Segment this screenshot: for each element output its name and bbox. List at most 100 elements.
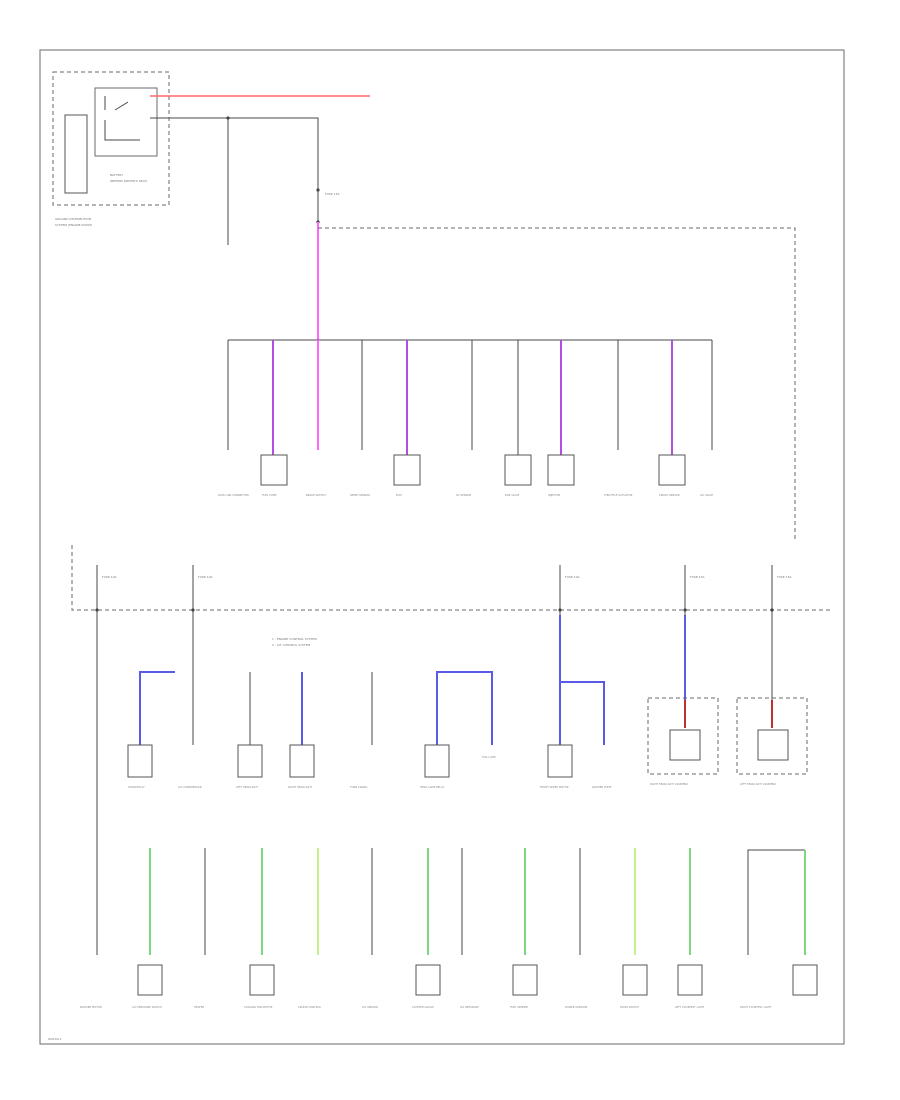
bottom-label-8: OIL PRESSURE (460, 1005, 479, 1009)
top-label-2: FUEL PUMP (262, 493, 277, 497)
mid-label-5: TURN SIGNAL (350, 785, 368, 789)
bottom-label-1: BLOWER MOTOR (80, 1005, 102, 1009)
battery-label-2: (BEHIND DRIVER'S SEAT) (110, 179, 147, 183)
bottom-component-boxes (137, 964, 818, 996)
top-label-9: THROTTLE ACTUATOR (604, 493, 633, 497)
mid-dashed-boundary (71, 545, 830, 611)
battery-label-1: BATTERY (110, 173, 123, 177)
mid-fuse-label-4: FUSE 15A (690, 575, 705, 579)
top-box-knock (658, 454, 686, 486)
top-component-labels: DATA LINK CONNECTOR FUEL PUMP BRAKE SWIT… (218, 493, 713, 497)
mid-node-1 (95, 608, 99, 612)
relay-contact (104, 96, 140, 141)
diagram-id: W0190-1 (48, 1037, 62, 1041)
mid-label-4: RIGHT HEADLIGHT (288, 785, 312, 789)
top-branches (227, 340, 713, 455)
bottom-label-4: COOLING FAN MOTOR (244, 1005, 273, 1009)
mid-label-11: LEFT HEADLIGHT ASSEMBLY (740, 782, 777, 786)
bottom-branches (96, 848, 806, 955)
fuse-node-top (316, 188, 320, 192)
top-label-3: BRAKE SWITCH (306, 493, 326, 497)
top-label-1: DATA LINK CONNECTOR (218, 493, 249, 497)
mid-blue-1 (139, 671, 175, 745)
bottom-wire-13 (747, 849, 805, 955)
bottom-label-6: OIL SENSOR (362, 1005, 378, 1009)
mid-label-1: HORN RELAY (128, 785, 145, 789)
top-box-fuel-pump (260, 454, 288, 486)
mid-node-2 (191, 608, 195, 612)
mid-box-right-headlight-assy (669, 729, 701, 761)
top-label-11: IAC VALVE (700, 493, 713, 497)
mid-fuse-label-1: FUSE 10A (102, 575, 117, 579)
bottom-component-labels: BLOWER MOTOR A/C PRESSURE SWITCH HEATER … (80, 1005, 772, 1009)
mid-note-1: 1 : ENGINE CONTROL SYSTEM (272, 637, 317, 641)
mid-component-boxes (127, 697, 808, 778)
bottom-label-9: FUEL SENDER (510, 1005, 528, 1009)
top-label-7: EGR VALVE (505, 493, 520, 497)
power-block-label-2: SYSTEM (ENGINE ROOM) (55, 223, 92, 227)
bottom-box-cooling-fan (249, 964, 275, 996)
right-dashed-branch (318, 227, 796, 540)
mid-node-5 (770, 608, 774, 612)
top-label-8: INJECTOR (548, 493, 561, 497)
mid-blue-6 (436, 671, 493, 745)
bottom-box-fuel-sender (512, 964, 538, 996)
power-block-label-1: GROUND DISTRIBUTION (55, 217, 91, 221)
main-fuse-feed: FUSE 15A (316, 180, 796, 540)
bottom-box-power-window (622, 964, 648, 996)
bottom-box-cluster (415, 964, 441, 996)
mid-node-3 (558, 608, 562, 612)
mid-fuse-label-2: FUSE 10A (198, 575, 213, 579)
mid-label-2: A/C COMPRESSOR (178, 785, 202, 789)
mid-fuse-label-5: FUSE 15A (777, 575, 792, 579)
bottom-label-13: RIGHT COURTESY LIGHT (740, 1005, 772, 1009)
battery-symbol (64, 114, 88, 194)
top-label-5: ECM (396, 493, 402, 497)
top-label-6: O2 SENSOR (456, 493, 471, 497)
mid-branches (139, 615, 773, 745)
mid-fuse-row: FUSE 10A FUSE 10A FUSE 10A FUSE 15A FUSE… (71, 545, 830, 848)
bottom-label-2: A/C PRESSURE SWITCH (132, 1005, 162, 1009)
mid-label-8: FRONT WIPER MOTOR (540, 785, 569, 789)
mid-note-2: 2 : A/T CONTROL SYSTEM (272, 643, 311, 647)
mid-box-left-headlight (237, 744, 263, 778)
mid-label-3: LEFT HEADLIGHT (236, 785, 258, 789)
bottom-label-5: CRUISE CONTROL (298, 1005, 322, 1009)
mid-dashed-right-headlight-assy (647, 697, 719, 775)
mid-label-9: WASHER PUMP (592, 785, 612, 789)
mid-label-10: RIGHT HEADLIGHT ASSEMBLY (650, 782, 689, 786)
top-box-egr (504, 454, 532, 486)
mid-blue-7 (559, 615, 605, 745)
relay-box (94, 87, 158, 157)
mid-dashed-left-headlight-assy (736, 697, 808, 775)
junction-node (226, 116, 230, 120)
power-source-dashed-box (52, 71, 170, 206)
power-source-block: GROUND DISTRIBUTION SYSTEM (ENGINE ROOM)… (52, 71, 370, 245)
mid-label-7: FOG LAMP (482, 755, 496, 759)
mid-box-horn (127, 744, 153, 778)
bottom-box-ac-pressure (137, 964, 163, 996)
bottom-label-11: DOOR SWITCH (620, 1005, 639, 1009)
mid-node-4 (683, 608, 687, 612)
bottom-label-7: CLUSTER GAUGE (412, 1005, 434, 1009)
main-feed-wire (150, 117, 319, 180)
mid-box-wiper (547, 744, 573, 778)
bottom-label-12: LEFT COURTESY LIGHT (675, 1005, 705, 1009)
mid-box-right-headlight (289, 744, 315, 778)
mid-box-left-headlight-assy (757, 729, 789, 761)
bottom-label-3: HEATER (194, 1005, 204, 1009)
top-label-10: KNOCK SENSOR (659, 493, 680, 497)
bottom-box-right-courtesy (792, 964, 818, 996)
top-label-4: SPEED SENSOR (350, 493, 370, 497)
fuse-label-main: FUSE 15A (325, 192, 340, 196)
bottom-box-door-switch (677, 964, 703, 996)
bottom-label-10: POWER WINDOW (565, 1005, 588, 1009)
mid-fuse-label-3: FUSE 10A (565, 575, 580, 579)
mid-box-head-lamp-relay (424, 744, 450, 778)
top-box-ecm (393, 454, 421, 486)
top-box-injector (547, 454, 575, 486)
mid-label-6: HEAD LAMP RELAY (420, 785, 445, 789)
top-component-boxes (260, 454, 686, 486)
mid-component-labels: HORN RELAY A/C COMPRESSOR LEFT HEADLIGHT… (128, 755, 777, 789)
